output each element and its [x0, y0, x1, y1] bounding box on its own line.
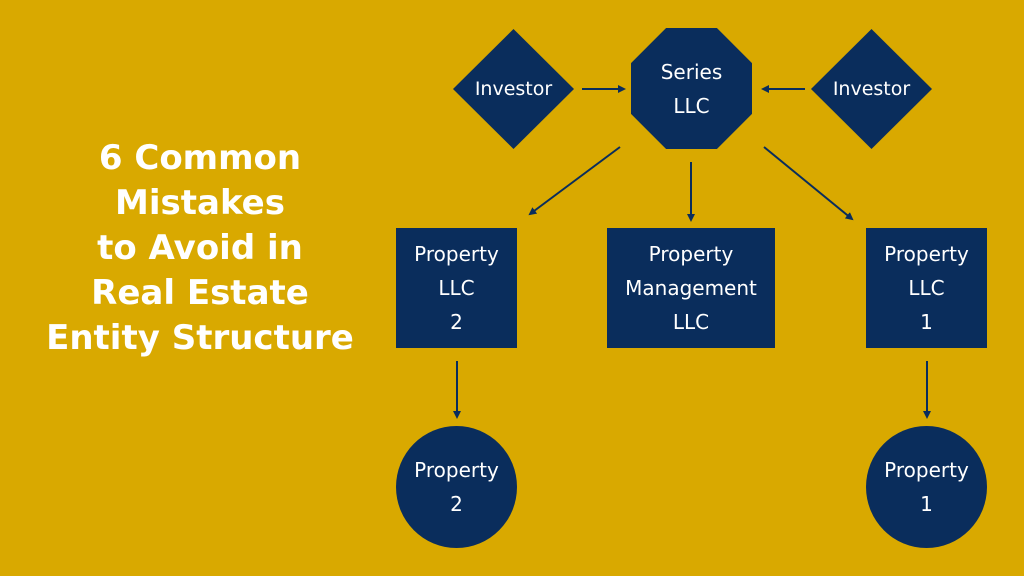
title-line: Mistakes — [115, 183, 285, 223]
node-label: LLC — [908, 276, 945, 300]
title-line: 6 Common — [98, 138, 302, 178]
node-property-2: Property 2 — [396, 426, 517, 548]
node-label: Series — [660, 59, 723, 84]
node-property-llc-2: Property LLC 2 — [396, 228, 517, 348]
node-label: 1 — [920, 492, 933, 516]
node-label: Property — [884, 458, 969, 482]
page-title: 6 Common Mistakes to Avoid in Real Estat… — [10, 136, 390, 361]
node-label: Management — [625, 276, 757, 300]
title-line: Real Estate — [91, 273, 309, 313]
node-property-llc-1: Property LLC 1 — [866, 228, 987, 348]
node-property-management-llc: Property Management LLC — [607, 228, 775, 348]
node-label: Property — [884, 242, 969, 266]
node-investor-left: Investor — [453, 29, 574, 149]
arrow-series-to-property-llc-1 — [763, 146, 854, 221]
node-label: Investor — [474, 78, 553, 100]
node-label: 1 — [920, 310, 933, 334]
node-investor-right: Investor — [811, 29, 932, 149]
arrow-series-to-property-llc-2 — [528, 146, 621, 216]
node-label: Property — [414, 242, 499, 266]
node-label: Property — [648, 242, 734, 266]
node-label: 2 — [450, 310, 463, 334]
node-label: 2 — [450, 492, 463, 516]
node-label: LLC — [438, 276, 475, 300]
node-label: LLC — [673, 93, 710, 118]
title-line: to Avoid in — [97, 228, 303, 268]
node-series-llc: Series LLC — [631, 28, 752, 149]
node-property-1: Property 1 — [866, 426, 987, 548]
node-label: Investor — [832, 78, 911, 100]
node-label: LLC — [672, 310, 710, 334]
title-line: Entity Structure — [46, 318, 354, 358]
node-label: Property — [414, 458, 499, 482]
